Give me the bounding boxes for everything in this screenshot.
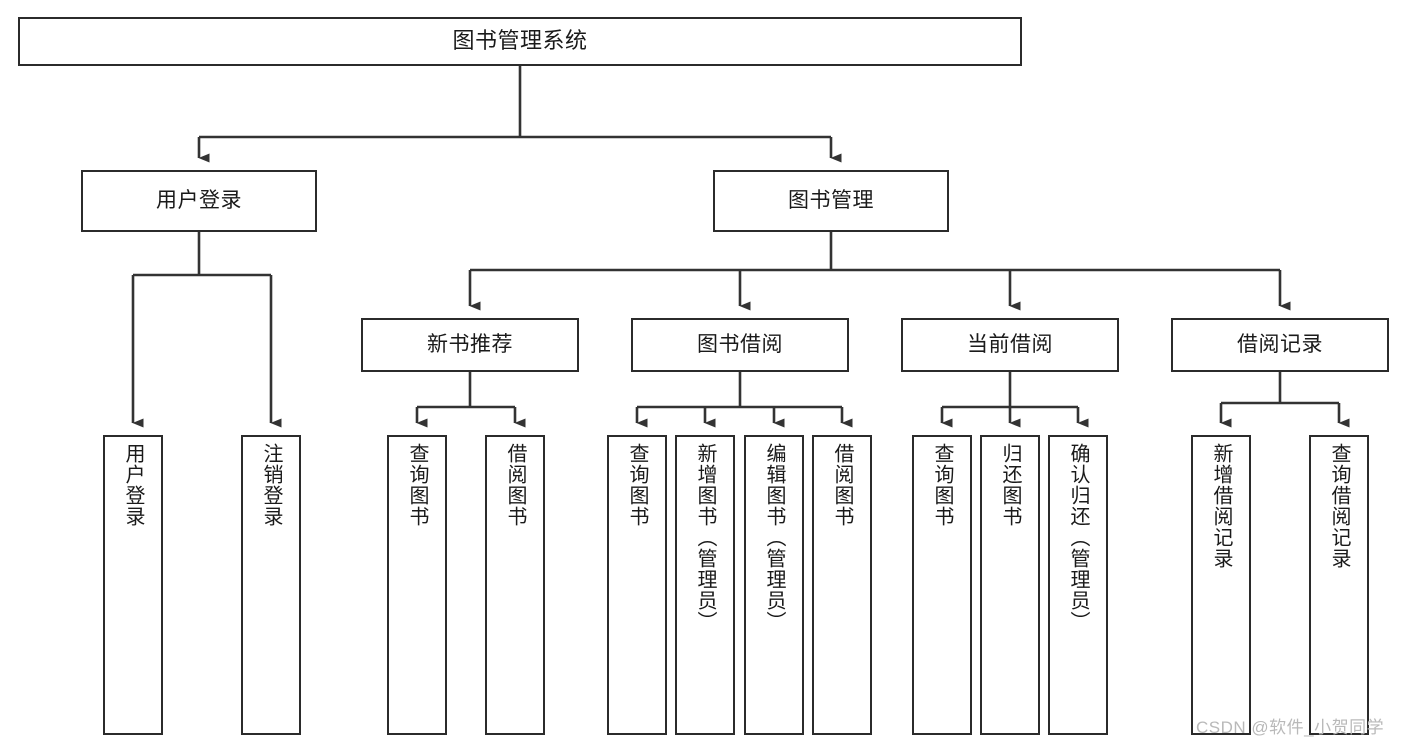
node-root[interactable]: 图书管理系统: [18, 17, 1022, 66]
node-leaf-confirm-return-label: 确认归还（管理员）: [1067, 443, 1089, 632]
node-current-borrow[interactable]: 当前借阅: [901, 318, 1119, 372]
node-leaf-user-login[interactable]: 用户登录: [103, 435, 163, 735]
node-leaf-return-book-label: 归还图书: [999, 443, 1021, 527]
node-leaf-query-book-2-label: 查询图书: [626, 443, 648, 527]
node-leaf-query-book-1[interactable]: 查询图书: [387, 435, 447, 735]
node-leaf-query-book-3-label: 查询图书: [931, 443, 953, 527]
node-leaf-user-login-label: 用户登录: [122, 443, 144, 527]
node-leaf-query-record[interactable]: 查询借阅记录: [1309, 435, 1369, 735]
node-leaf-borrow-book-1[interactable]: 借阅图书: [485, 435, 545, 735]
node-leaf-add-book-label: 新增图书（管理员）: [694, 443, 716, 632]
node-leaf-add-book[interactable]: 新增图书（管理员）: [675, 435, 735, 735]
node-leaf-borrow-book-2-label: 借阅图书: [831, 443, 853, 527]
node-leaf-return-book[interactable]: 归还图书: [980, 435, 1040, 735]
node-leaf-add-record[interactable]: 新增借阅记录: [1191, 435, 1251, 735]
node-leaf-logout-login[interactable]: 注销登录: [241, 435, 301, 735]
node-new-book-recommend[interactable]: 新书推荐: [361, 318, 579, 372]
node-book-borrow-label: 图书借阅: [697, 333, 783, 357]
node-book-management[interactable]: 图书管理: [713, 170, 949, 232]
node-leaf-query-book-2[interactable]: 查询图书: [607, 435, 667, 735]
node-new-book-recommend-label: 新书推荐: [427, 333, 513, 357]
node-book-management-label: 图书管理: [788, 189, 874, 213]
node-leaf-edit-book[interactable]: 编辑图书（管理员）: [744, 435, 804, 735]
node-leaf-query-book-3[interactable]: 查询图书: [912, 435, 972, 735]
node-leaf-query-book-1-label: 查询图书: [406, 443, 428, 527]
node-leaf-borrow-book-1-label: 借阅图书: [504, 443, 526, 527]
node-leaf-confirm-return[interactable]: 确认归还（管理员）: [1048, 435, 1108, 735]
node-current-borrow-label: 当前借阅: [967, 333, 1053, 357]
node-leaf-logout-login-label: 注销登录: [260, 443, 282, 527]
node-book-borrow[interactable]: 图书借阅: [631, 318, 849, 372]
node-leaf-query-record-label: 查询借阅记录: [1328, 443, 1350, 569]
node-root-label: 图书管理系统: [452, 28, 588, 54]
node-user-login[interactable]: 用户登录: [81, 170, 317, 232]
watermark-label: CSDN @软件_小贺同学: [1196, 718, 1385, 737]
node-borrow-record-label: 借阅记录: [1237, 333, 1323, 357]
node-leaf-edit-book-label: 编辑图书（管理员）: [763, 443, 785, 632]
node-user-login-label: 用户登录: [156, 189, 242, 213]
node-borrow-record[interactable]: 借阅记录: [1171, 318, 1389, 372]
node-leaf-add-record-label: 新增借阅记录: [1210, 443, 1232, 569]
node-leaf-borrow-book-2[interactable]: 借阅图书: [812, 435, 872, 735]
